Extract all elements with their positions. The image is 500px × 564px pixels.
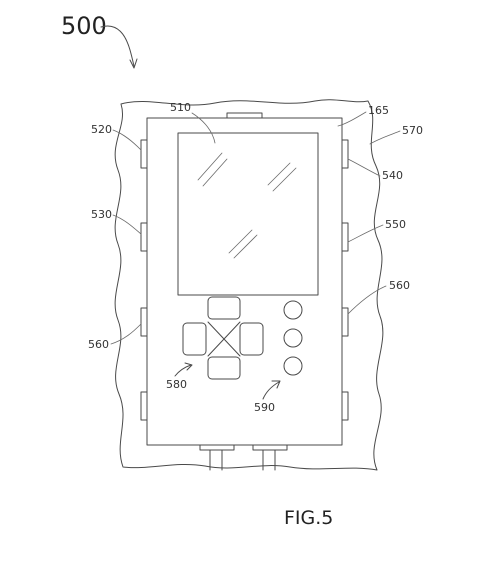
dpad-down: [207, 356, 241, 380]
leader-560-left: [110, 323, 142, 345]
leader-570: [369, 130, 401, 145]
display-screen: [177, 132, 319, 296]
leader-165: [337, 111, 367, 127]
arrowhead-590: [271, 380, 281, 389]
figure-number: 500: [61, 12, 107, 40]
leader-580: [174, 364, 192, 377]
label-520: 520: [91, 123, 112, 136]
arrowhead-580: [184, 362, 193, 371]
label-530: 530: [91, 208, 112, 221]
figure-caption: FIG.5: [284, 507, 333, 529]
top-port: [226, 112, 263, 119]
leader-550: [347, 224, 384, 243]
figure-number-arrowhead: [129, 58, 138, 69]
side-button-left-bottom: [140, 307, 148, 337]
label-510: 510: [170, 101, 191, 114]
screen-glare-2: [267, 162, 297, 192]
dpad-up: [207, 296, 241, 320]
side-button-right-mid: [341, 222, 349, 252]
side-button-left-mid: [140, 222, 148, 252]
leader-510: [191, 112, 216, 144]
dpad-right: [239, 322, 264, 356]
leader-540: [347, 158, 381, 177]
leader-590: [262, 381, 280, 400]
side-button-right-bottom: [341, 307, 349, 337]
side-button-right-top: [341, 139, 349, 169]
figure-number-arrow: [100, 25, 135, 67]
label-560-right: 560: [389, 279, 410, 292]
label-165: 165: [368, 104, 389, 117]
leader-530: [112, 214, 142, 235]
dpad-center-cross: [207, 321, 241, 357]
action-button-2: [283, 328, 303, 348]
bottom-connector-leads: [209, 449, 276, 471]
label-570: 570: [402, 124, 423, 137]
outer-casing-outline: [114, 99, 384, 471]
screen-glare-3: [228, 229, 258, 259]
action-button-3: [283, 356, 303, 376]
label-550: 550: [385, 218, 406, 231]
side-button-right-lower: [341, 391, 349, 421]
side-button-left-lower: [140, 391, 148, 421]
leader-520: [112, 129, 142, 151]
action-button-1: [283, 300, 303, 320]
label-580: 580: [166, 378, 187, 391]
label-590: 590: [254, 401, 275, 414]
side-button-left-top: [140, 139, 148, 169]
device-housing: [146, 117, 343, 446]
leader-560-right: [347, 285, 387, 315]
bottom-connector-left: [199, 444, 235, 451]
bottom-connector-right: [252, 444, 288, 451]
screen-glare-1: [197, 152, 228, 187]
dpad-left: [182, 322, 207, 356]
label-560-left: 560: [88, 338, 109, 351]
label-540: 540: [382, 169, 403, 182]
